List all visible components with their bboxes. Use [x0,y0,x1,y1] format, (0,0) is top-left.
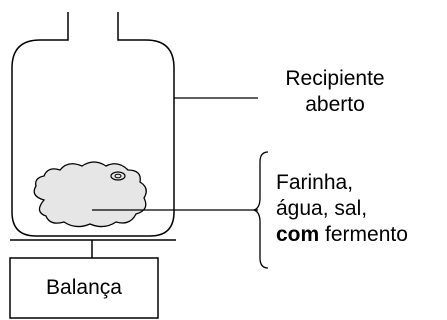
scale-box [9,257,159,319]
dough-curl [110,171,126,181]
ingredients-label: Farinha, água, sal, com fermento [276,170,408,248]
ingredients-line3-rest: fermento [319,223,408,246]
ingredients-brace [251,151,269,269]
scale-label: Balança [46,276,122,299]
container-label-line1: Recipiente [285,67,385,90]
ingredients-line2: água, sal, [276,197,368,220]
ingredients-line3: com fermento [276,222,408,248]
open-container [11,12,175,237]
dough-curl-inner [114,173,122,179]
container-label-line2: aberto [305,93,365,116]
dough [33,161,147,228]
container-label: Recipiente aberto [270,66,400,118]
ingredients-with-bold: com [276,223,320,246]
ingredients-line1: Farinha, [276,171,354,194]
